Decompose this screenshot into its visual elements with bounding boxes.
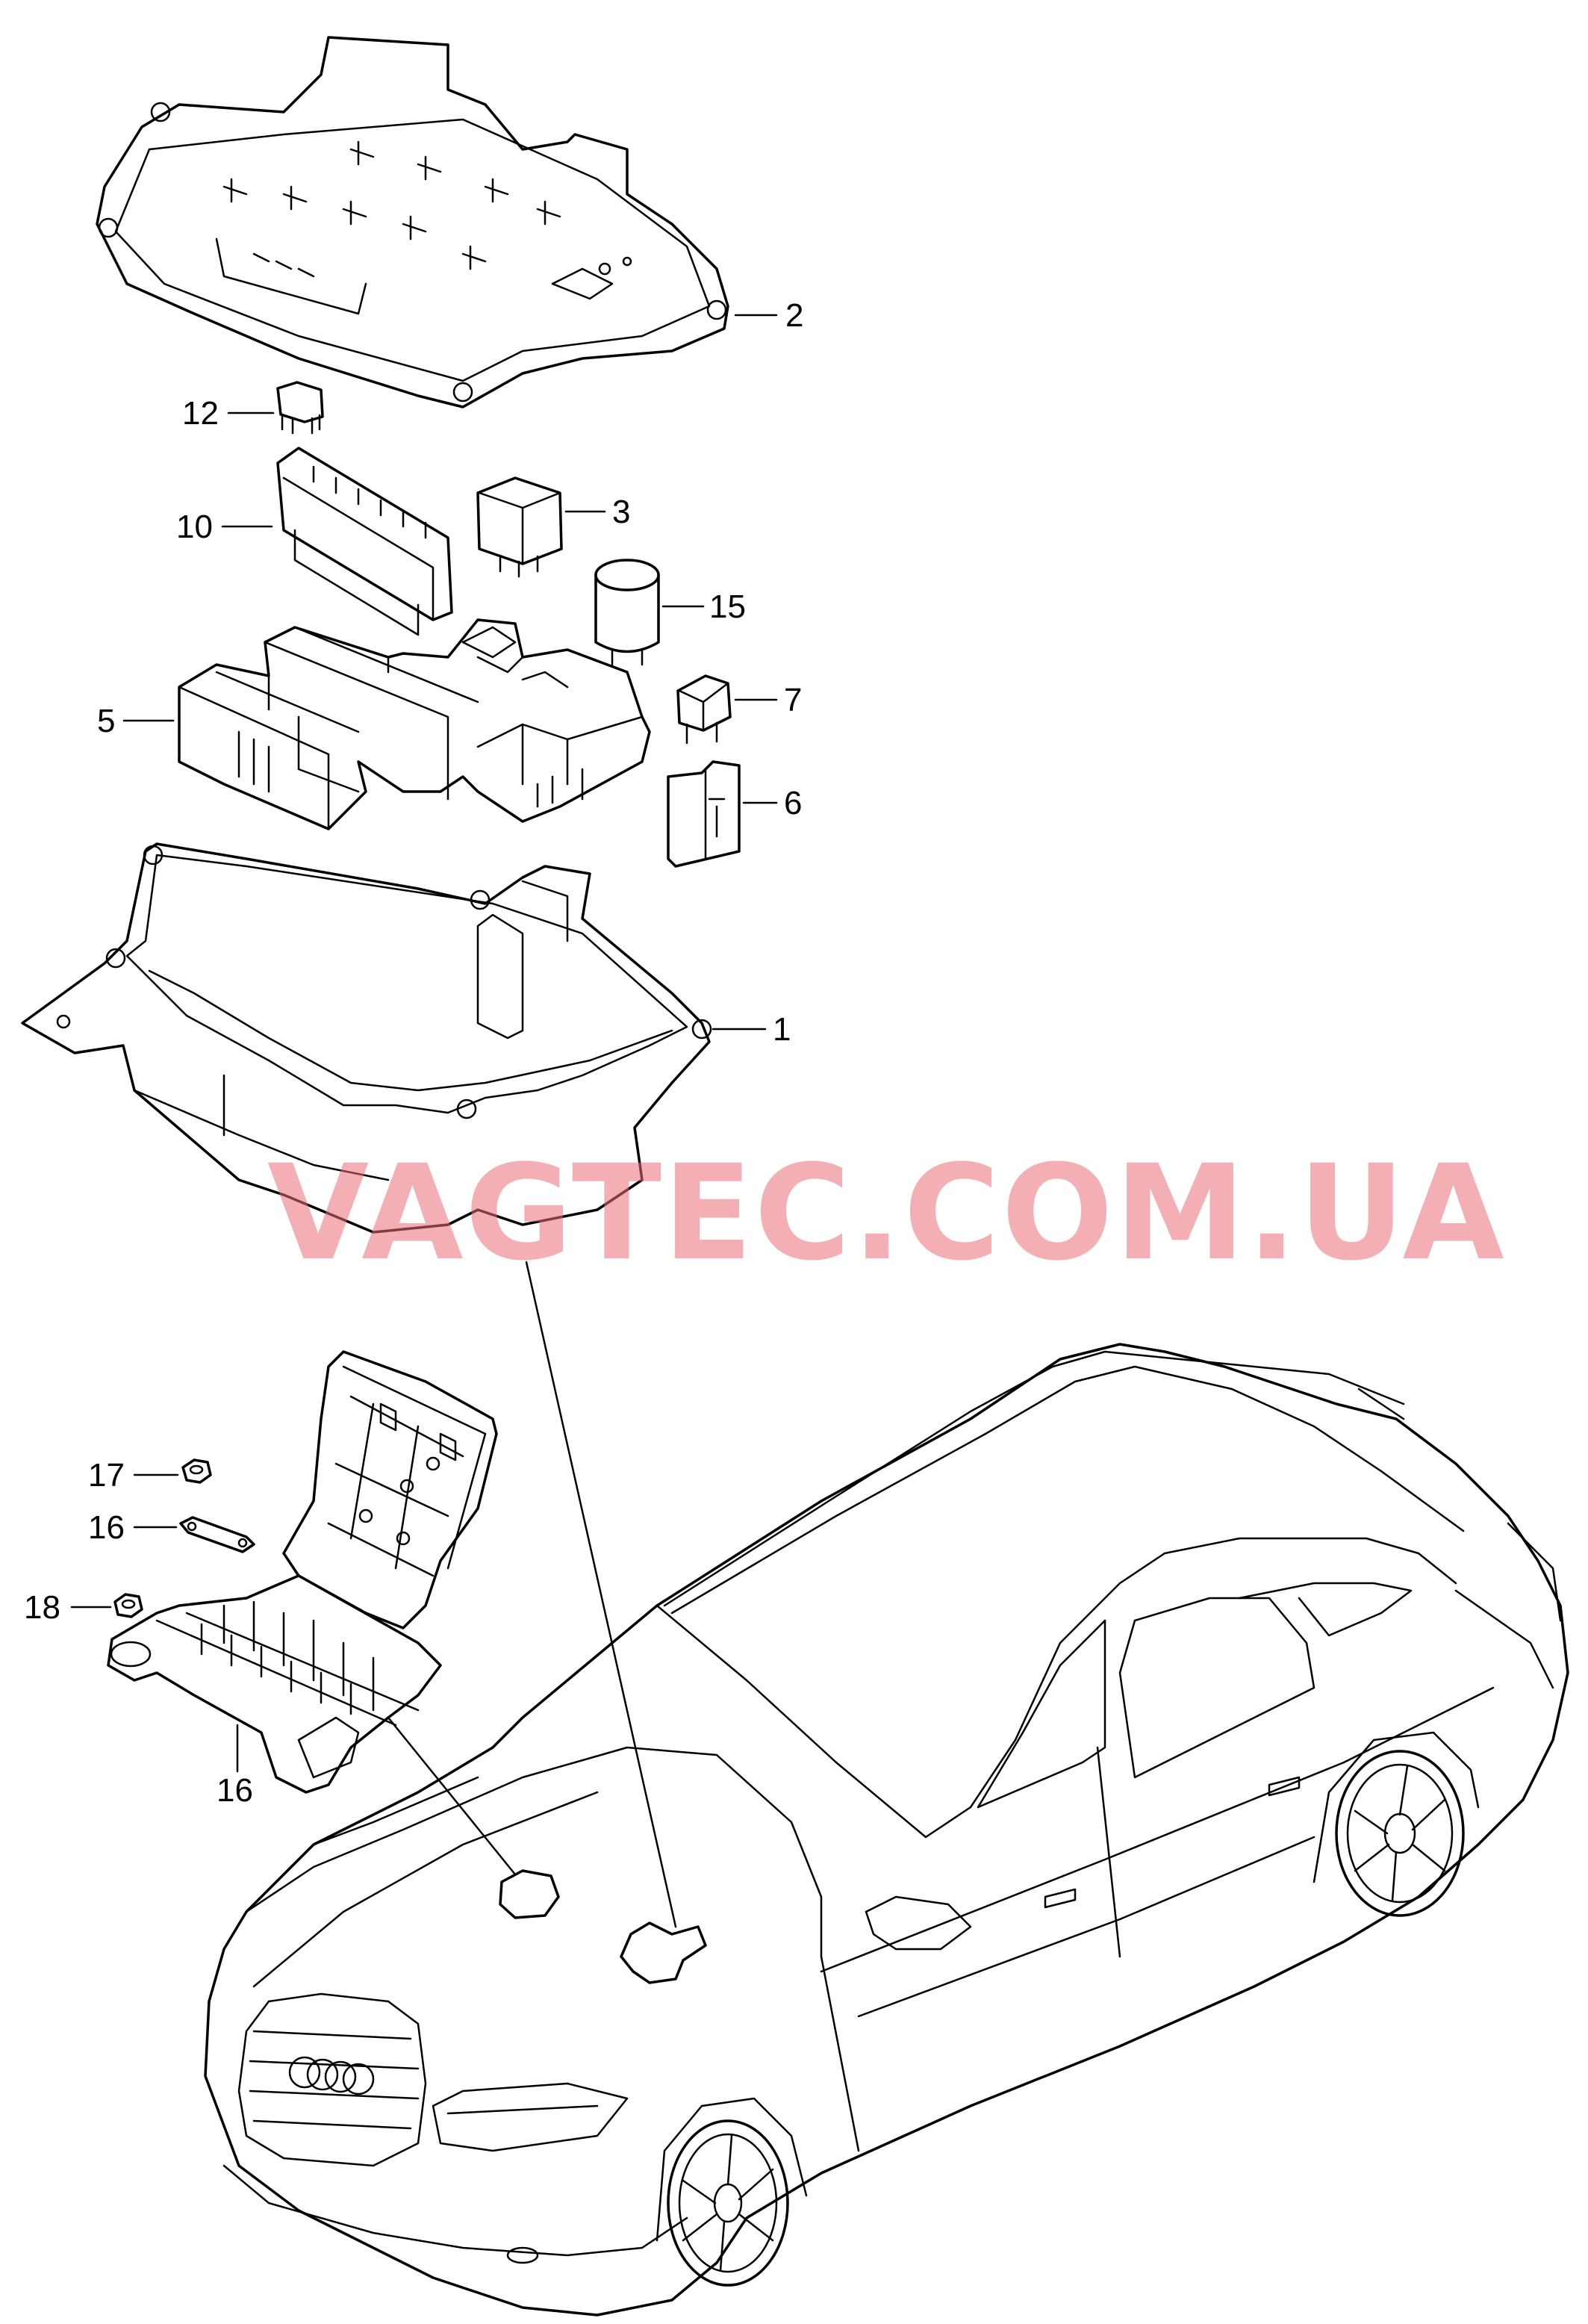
callout-10[interactable]: 10 [176,509,213,545]
part-17-nut[interactable] [181,1458,212,1484]
callout-16[interactable]: 16 [88,1509,125,1546]
callout-15[interactable]: 16 [217,1772,253,1809]
part-18-nut[interactable] [113,1593,143,1618]
part-15-terminal-bracket[interactable] [107,1350,498,1794]
vehicle-outline [204,1343,1569,2317]
part-2-cover[interactable] [96,36,729,408]
callout-17[interactable]: 17 [88,1457,125,1494]
part-7-maxi-fuse[interactable] [676,674,732,745]
callout-3[interactable]: 5 [97,703,115,739]
part-3-fuse-box[interactable] [178,618,651,830]
part-5-relay[interactable] [476,476,563,578]
part-11-fuse[interactable] [276,381,324,435]
part-6-bracket[interactable] [667,760,741,868]
part-12-cylinder[interactable] [594,559,660,666]
callout-12[interactable]: 15 [709,588,746,625]
callout-2[interactable]: 2 [785,297,803,334]
pointer-line-housing [525,1261,677,1928]
part-10-fuse-carrier[interactable] [276,447,453,636]
part-1-housing[interactable] [21,842,712,1234]
callout-5[interactable]: 3 [612,494,630,530]
callout-6[interactable]: 6 [784,785,802,821]
callout-1[interactable]: 1 [773,1011,791,1048]
callout-11[interactable]: 12 [182,395,219,432]
watermark-text: VAGTEC.COM.UA [267,1137,1506,1290]
callout-7[interactable]: 7 [784,682,802,718]
pointer-line-bracket [387,1716,517,1876]
callout-18[interactable]: 18 [24,1589,60,1626]
part-16-plate[interactable] [179,1516,255,1553]
